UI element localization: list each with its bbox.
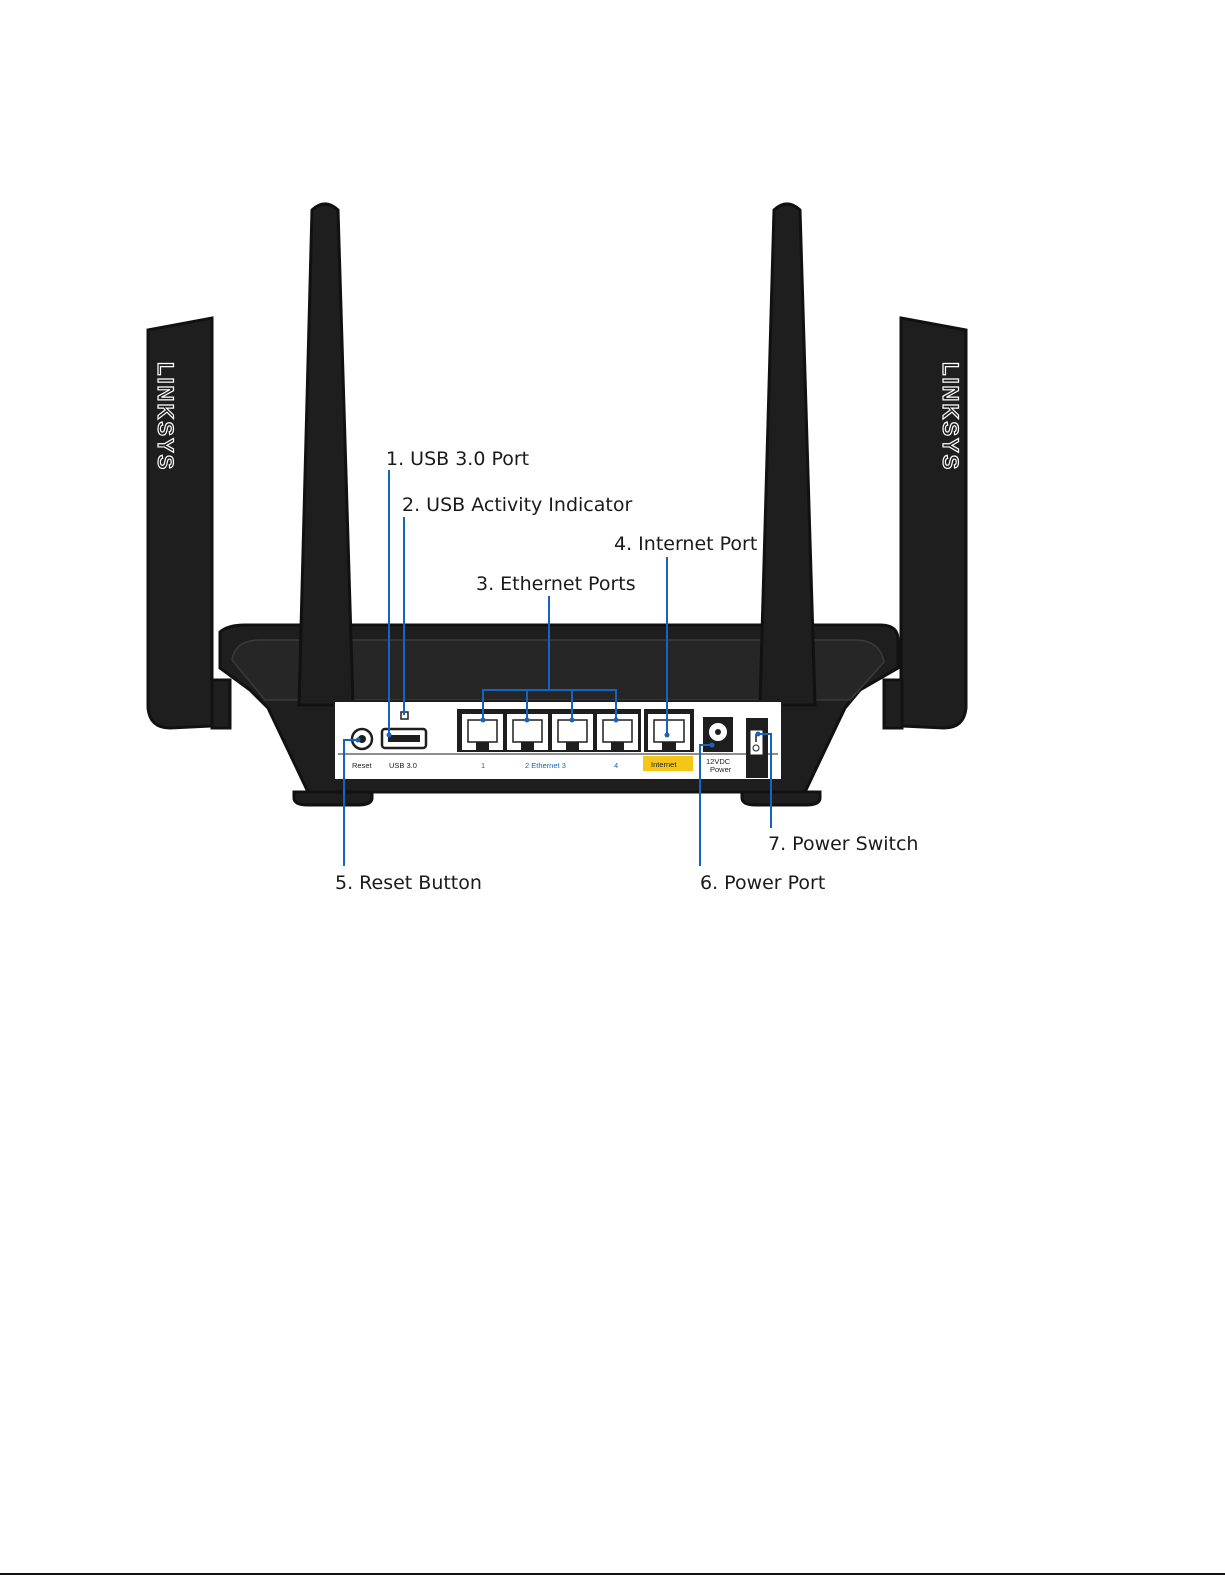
power-port bbox=[703, 717, 733, 752]
panel-label-eth4: 4 bbox=[614, 761, 618, 770]
panel-label-power: Power bbox=[710, 765, 732, 774]
dot-reset bbox=[356, 738, 361, 743]
internet-port bbox=[644, 709, 694, 752]
panel-label-eth23: 2 Ethernet 3 bbox=[525, 761, 566, 770]
panel-label-eth1: 1 bbox=[481, 761, 485, 770]
dot-power-port bbox=[710, 743, 715, 748]
panel-label-usb: USB 3.0 bbox=[389, 761, 417, 770]
dot-eth3 bbox=[570, 718, 575, 723]
callout-power-port: 6. Power Port bbox=[700, 872, 825, 894]
left-hinge bbox=[212, 680, 230, 728]
left-vertical-antenna bbox=[299, 204, 353, 705]
dot-eth4 bbox=[614, 718, 619, 723]
callout-internet-port: 4. Internet Port bbox=[614, 533, 757, 555]
power-switch bbox=[746, 718, 768, 778]
left-antenna-logo: LINKSYS bbox=[153, 362, 178, 471]
right-side-antenna: LINKSYS bbox=[901, 318, 966, 728]
page-bottom-rule bbox=[0, 1573, 1225, 1575]
callout-power-switch: 7. Power Switch bbox=[768, 833, 918, 855]
right-vertical-antenna bbox=[760, 204, 815, 705]
dot-eth1 bbox=[481, 718, 486, 723]
right-foot bbox=[742, 792, 820, 805]
right-hinge bbox=[884, 680, 902, 728]
callout-usb-activity-indicator: 2. USB Activity Indicator bbox=[402, 494, 632, 516]
callout-usb-port: 1. USB 3.0 Port bbox=[386, 448, 529, 470]
dot-usb-port bbox=[387, 733, 392, 738]
right-antenna-logo: LINKSYS bbox=[938, 362, 963, 471]
ethernet-ports bbox=[457, 709, 641, 752]
callout-ethernet-ports: 3. Ethernet Ports bbox=[476, 573, 636, 595]
dot-power-switch bbox=[756, 732, 761, 737]
left-foot bbox=[294, 792, 372, 805]
dot-internet bbox=[665, 733, 670, 738]
callout-reset-button: 5. Reset Button bbox=[335, 872, 482, 894]
panel-label-internet: Internet bbox=[651, 760, 677, 769]
panel-label-reset: Reset bbox=[352, 761, 373, 770]
left-side-antenna: LINKSYS bbox=[148, 318, 212, 728]
dot-eth2 bbox=[525, 718, 530, 723]
